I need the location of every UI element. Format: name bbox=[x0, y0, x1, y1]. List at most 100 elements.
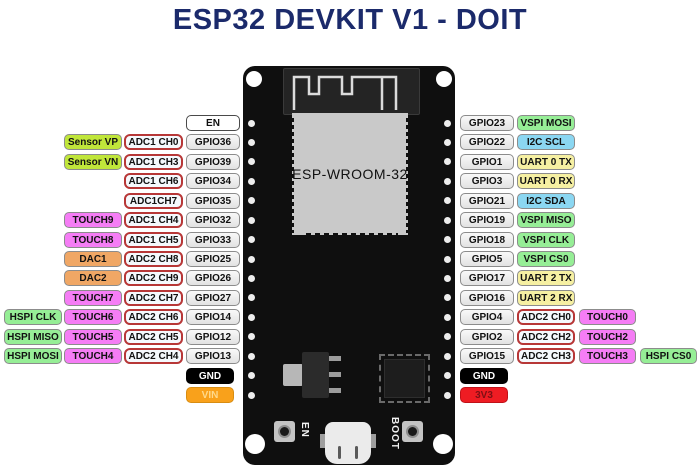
pin-dot bbox=[248, 372, 255, 379]
pin-badge-adc2-ch2: ADC2 CH2 bbox=[517, 329, 575, 345]
pin-badge-gpio22: GPIO22 bbox=[460, 134, 514, 150]
pin-badge-adc2-ch3: ADC2 CH3 bbox=[517, 348, 575, 364]
pin-dot bbox=[248, 392, 255, 399]
pin-badge-gpio5: GPIO5 bbox=[460, 251, 514, 267]
pin-dot bbox=[248, 139, 255, 146]
en-button-label: EN bbox=[299, 422, 310, 438]
pin-badge-gpio23: GPIO23 bbox=[460, 115, 514, 131]
esp-wroom-32-module: ESP-WROOM-32 bbox=[290, 113, 410, 237]
pin-badge-gpio13: GPIO13 bbox=[186, 348, 240, 364]
pin-dot bbox=[248, 275, 255, 282]
pin-badge-dac2: DAC2 bbox=[64, 270, 122, 286]
pin-badge-gpio34: GPIO34 bbox=[186, 173, 240, 189]
module-label: ESP-WROOM-32 bbox=[292, 166, 408, 182]
pin-badge-vin: VIN bbox=[186, 387, 234, 403]
pin-badge-gpio4: GPIO4 bbox=[460, 309, 514, 325]
mounting-hole bbox=[433, 434, 453, 454]
pin-dot bbox=[444, 294, 451, 301]
pin-badge-gpio35: GPIO35 bbox=[186, 193, 240, 209]
pin-badge-sensor-vp: Sensor VP bbox=[64, 134, 122, 150]
usb-serial-chip bbox=[379, 354, 430, 403]
pin-badge-uart-2-rx: UART 2 RX bbox=[517, 290, 575, 306]
pin-badge-touch8: TOUCH8 bbox=[64, 232, 122, 248]
regulator-leg bbox=[329, 372, 341, 377]
usb-nub bbox=[320, 434, 325, 448]
pin-dot bbox=[444, 275, 451, 282]
pin-dot bbox=[444, 333, 451, 340]
pin-dot bbox=[248, 197, 255, 204]
pin-dot bbox=[444, 178, 451, 185]
pin-badge-gpio12: GPIO12 bbox=[186, 329, 240, 345]
pin-dot bbox=[444, 158, 451, 165]
pin-dot bbox=[444, 217, 451, 224]
pin-badge-adc2-ch4: ADC2 CH4 bbox=[124, 348, 183, 364]
castellation-right bbox=[406, 115, 410, 233]
esp32-board: ESP-WROOM-32 EN BOOT bbox=[243, 66, 455, 465]
pin-dot bbox=[248, 178, 255, 185]
castellation-left bbox=[290, 115, 294, 233]
antenna-area bbox=[283, 68, 420, 115]
pin-badge-3v3: 3V3 bbox=[460, 387, 508, 403]
pin-badge-touch6: TOUCH6 bbox=[64, 309, 122, 325]
pin-badge-en: EN bbox=[186, 115, 240, 131]
pin-dot bbox=[248, 158, 255, 165]
pin-dot bbox=[444, 197, 451, 204]
mounting-hole bbox=[246, 71, 262, 87]
pin-badge-hspi-cs0: HSPI CS0 bbox=[640, 348, 697, 364]
pin-dot bbox=[444, 120, 451, 127]
pin-badge-touch7: TOUCH7 bbox=[64, 290, 122, 306]
pin-badge-touch5: TOUCH5 bbox=[64, 329, 122, 345]
pin-badge-vspi-mosi: VSPI MOSI bbox=[517, 115, 575, 131]
pin-badge-adc1-ch0: ADC1 CH0 bbox=[124, 134, 183, 150]
pin-badge-gpio39: GPIO39 bbox=[186, 154, 240, 170]
pin-badge-gpio2: GPIO2 bbox=[460, 329, 514, 345]
pin-badge-adc2-ch6: ADC2 CH6 bbox=[124, 309, 183, 325]
pin-dot bbox=[248, 333, 255, 340]
pin-badge-adc1ch7: ADC1CH7 bbox=[124, 193, 183, 209]
page-title: ESP32 DEVKIT V1 - DOIT bbox=[172, 4, 528, 36]
pin-badge-gpio26: GPIO26 bbox=[186, 270, 240, 286]
pin-badge-uart-2-tx: UART 2 TX bbox=[517, 270, 575, 286]
regulator-leg bbox=[329, 388, 341, 393]
regulator-leg bbox=[329, 356, 341, 361]
pin-badge-vspi-cs0: VSPI CS0 bbox=[517, 251, 575, 267]
pin-badge-adc2-ch5: ADC2 CH5 bbox=[124, 329, 183, 345]
boot-button bbox=[402, 421, 423, 442]
pin-badge-adc1-ch5: ADC1 CH5 bbox=[124, 232, 183, 248]
pin-badge-touch3: TOUCH3 bbox=[579, 348, 636, 364]
pin-dot bbox=[444, 392, 451, 399]
boot-button-label: BOOT bbox=[389, 417, 400, 450]
pin-dot bbox=[248, 353, 255, 360]
antenna-trace-icon bbox=[292, 75, 398, 110]
pin-badge-gpio21: GPIO21 bbox=[460, 193, 514, 209]
voltage-regulator bbox=[302, 352, 329, 398]
usb-nub bbox=[371, 434, 376, 448]
pin-badge-adc1-ch4: ADC1 CH4 bbox=[124, 212, 183, 228]
pin-badge-gpio14: GPIO14 bbox=[186, 309, 240, 325]
en-button bbox=[274, 421, 295, 442]
usb-slit bbox=[338, 446, 341, 459]
en-button-cap bbox=[280, 427, 289, 436]
pin-dot bbox=[248, 256, 255, 263]
usb-slit bbox=[355, 446, 358, 459]
pin-badge-gpio33: GPIO33 bbox=[186, 232, 240, 248]
pin-dot bbox=[444, 236, 451, 243]
pin-badge-i2c-scl: I2C SCL bbox=[517, 134, 575, 150]
pin-badge-adc1-ch3: ADC1 CH3 bbox=[124, 154, 183, 170]
pin-dot bbox=[248, 236, 255, 243]
pin-badge-gpio3: GPIO3 bbox=[460, 173, 514, 189]
pin-badge-adc2-ch0: ADC2 CH0 bbox=[517, 309, 575, 325]
pin-badge-gpio27: GPIO27 bbox=[186, 290, 240, 306]
pin-badge-sensor-vn: Sensor VN bbox=[64, 154, 122, 170]
pin-badge-gnd: GND bbox=[186, 368, 234, 384]
pin-badge-dac1: DAC1 bbox=[64, 251, 122, 267]
mounting-hole bbox=[436, 71, 452, 87]
pin-badge-vspi-clk: VSPI CLK bbox=[517, 232, 575, 248]
pin-badge-touch2: TOUCH2 bbox=[579, 329, 636, 345]
pin-badge-touch4: TOUCH4 bbox=[64, 348, 122, 364]
pin-badge-adc1-ch6: ADC1 CH6 bbox=[124, 173, 183, 189]
boot-button-cap bbox=[408, 427, 417, 436]
pin-badge-adc2-ch7: ADC2 CH7 bbox=[124, 290, 183, 306]
pin-badge-touch9: TOUCH9 bbox=[64, 212, 122, 228]
